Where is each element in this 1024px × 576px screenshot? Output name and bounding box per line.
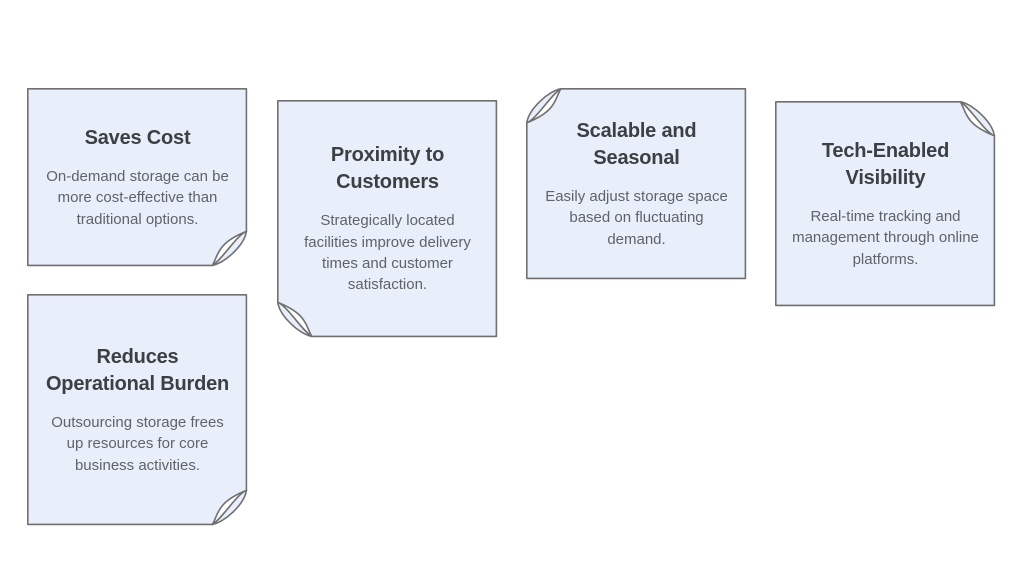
card-title: Tech-Enabled Visibility xyxy=(821,140,950,190)
card-title: Saves Cost xyxy=(84,127,191,150)
card-body: Real-time tracking and management throug… xyxy=(792,208,979,268)
card-body: Strategically located facilities improve… xyxy=(304,212,471,294)
card-body: On-demand storage can be more cost-effec… xyxy=(46,168,229,228)
card-title: Proximity to Customers xyxy=(330,144,445,194)
card-body: Easily adjust storage space based on flu… xyxy=(545,188,728,248)
card-title: Scalable and Seasonal xyxy=(576,120,697,170)
card-body: Outsourcing storage frees up resources f… xyxy=(51,414,224,474)
card-title: Reduces Operational Burden xyxy=(45,346,230,396)
